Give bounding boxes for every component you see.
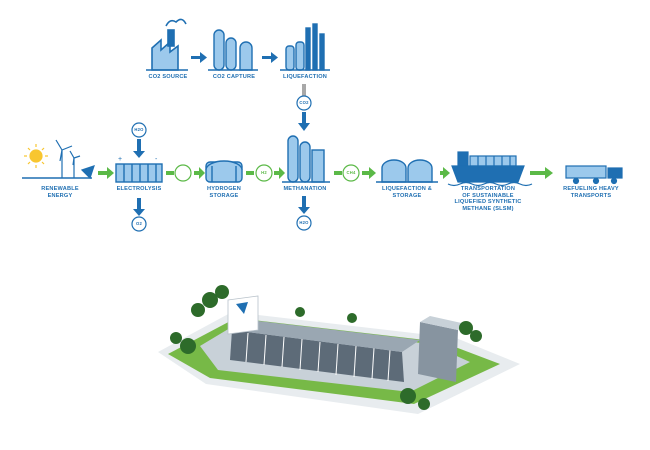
hydrogen-storage-label: HYDROGEN STORAGE [207,186,241,199]
transportation-label: TRANSPORTATION OF SUSTAINABLE LIQUEFIED … [454,186,522,212]
co2-capture-label: CO2 CAPTURE [212,74,256,80]
hydrogen-storage-icon [205,160,243,183]
svg-text:+: + [118,156,122,163]
water-output [296,196,312,231]
co2-source-icon [146,18,188,71]
top-flow-arrows [191,52,278,63]
electrolysis-icon: + - [115,156,163,183]
liquefaction-storage-icon [376,159,438,183]
trees [170,285,482,410]
lng-ship-icon [447,151,533,187]
plant-illustration [158,295,520,414]
methane-badge-label: CH4 [346,170,356,175]
co2-source-label: CO2 SOURCE [148,74,188,80]
water-input-badge-label: H2O [134,127,144,132]
main-flow-arrows [98,167,553,179]
truck-icon [565,165,623,185]
refueling-label: REFUELING HEAVY TRANSPORTS [563,186,619,199]
renewable-energy-label: RENEWABLE ENERGY [41,186,79,199]
co2-feed-line [296,84,312,131]
oxygen-badge-label: O2 [136,221,142,226]
liquefaction-storage-label: LIQUEFACTION & STORAGE [381,186,433,199]
oxygen-output [131,198,147,232]
liquefaction-label: LIQUEFACTION [282,74,328,80]
methanation-icon [282,135,330,183]
water-output-badge-label: H2O [299,220,309,225]
methanation-label: METHANATION [283,186,327,192]
green-process-badges [174,164,360,182]
electrolysis-label: ELECTROLYSIS [116,186,162,192]
liquefaction-plant-icon [280,23,330,71]
co2-feed-badge-label: CO2 [299,100,309,105]
renewable-energy-icon [22,139,95,180]
hydrogen-badge-label: H2 [261,170,267,175]
svg-text:-: - [155,156,158,163]
co2-capture-icon [208,29,258,71]
water-input-badge [131,122,147,158]
